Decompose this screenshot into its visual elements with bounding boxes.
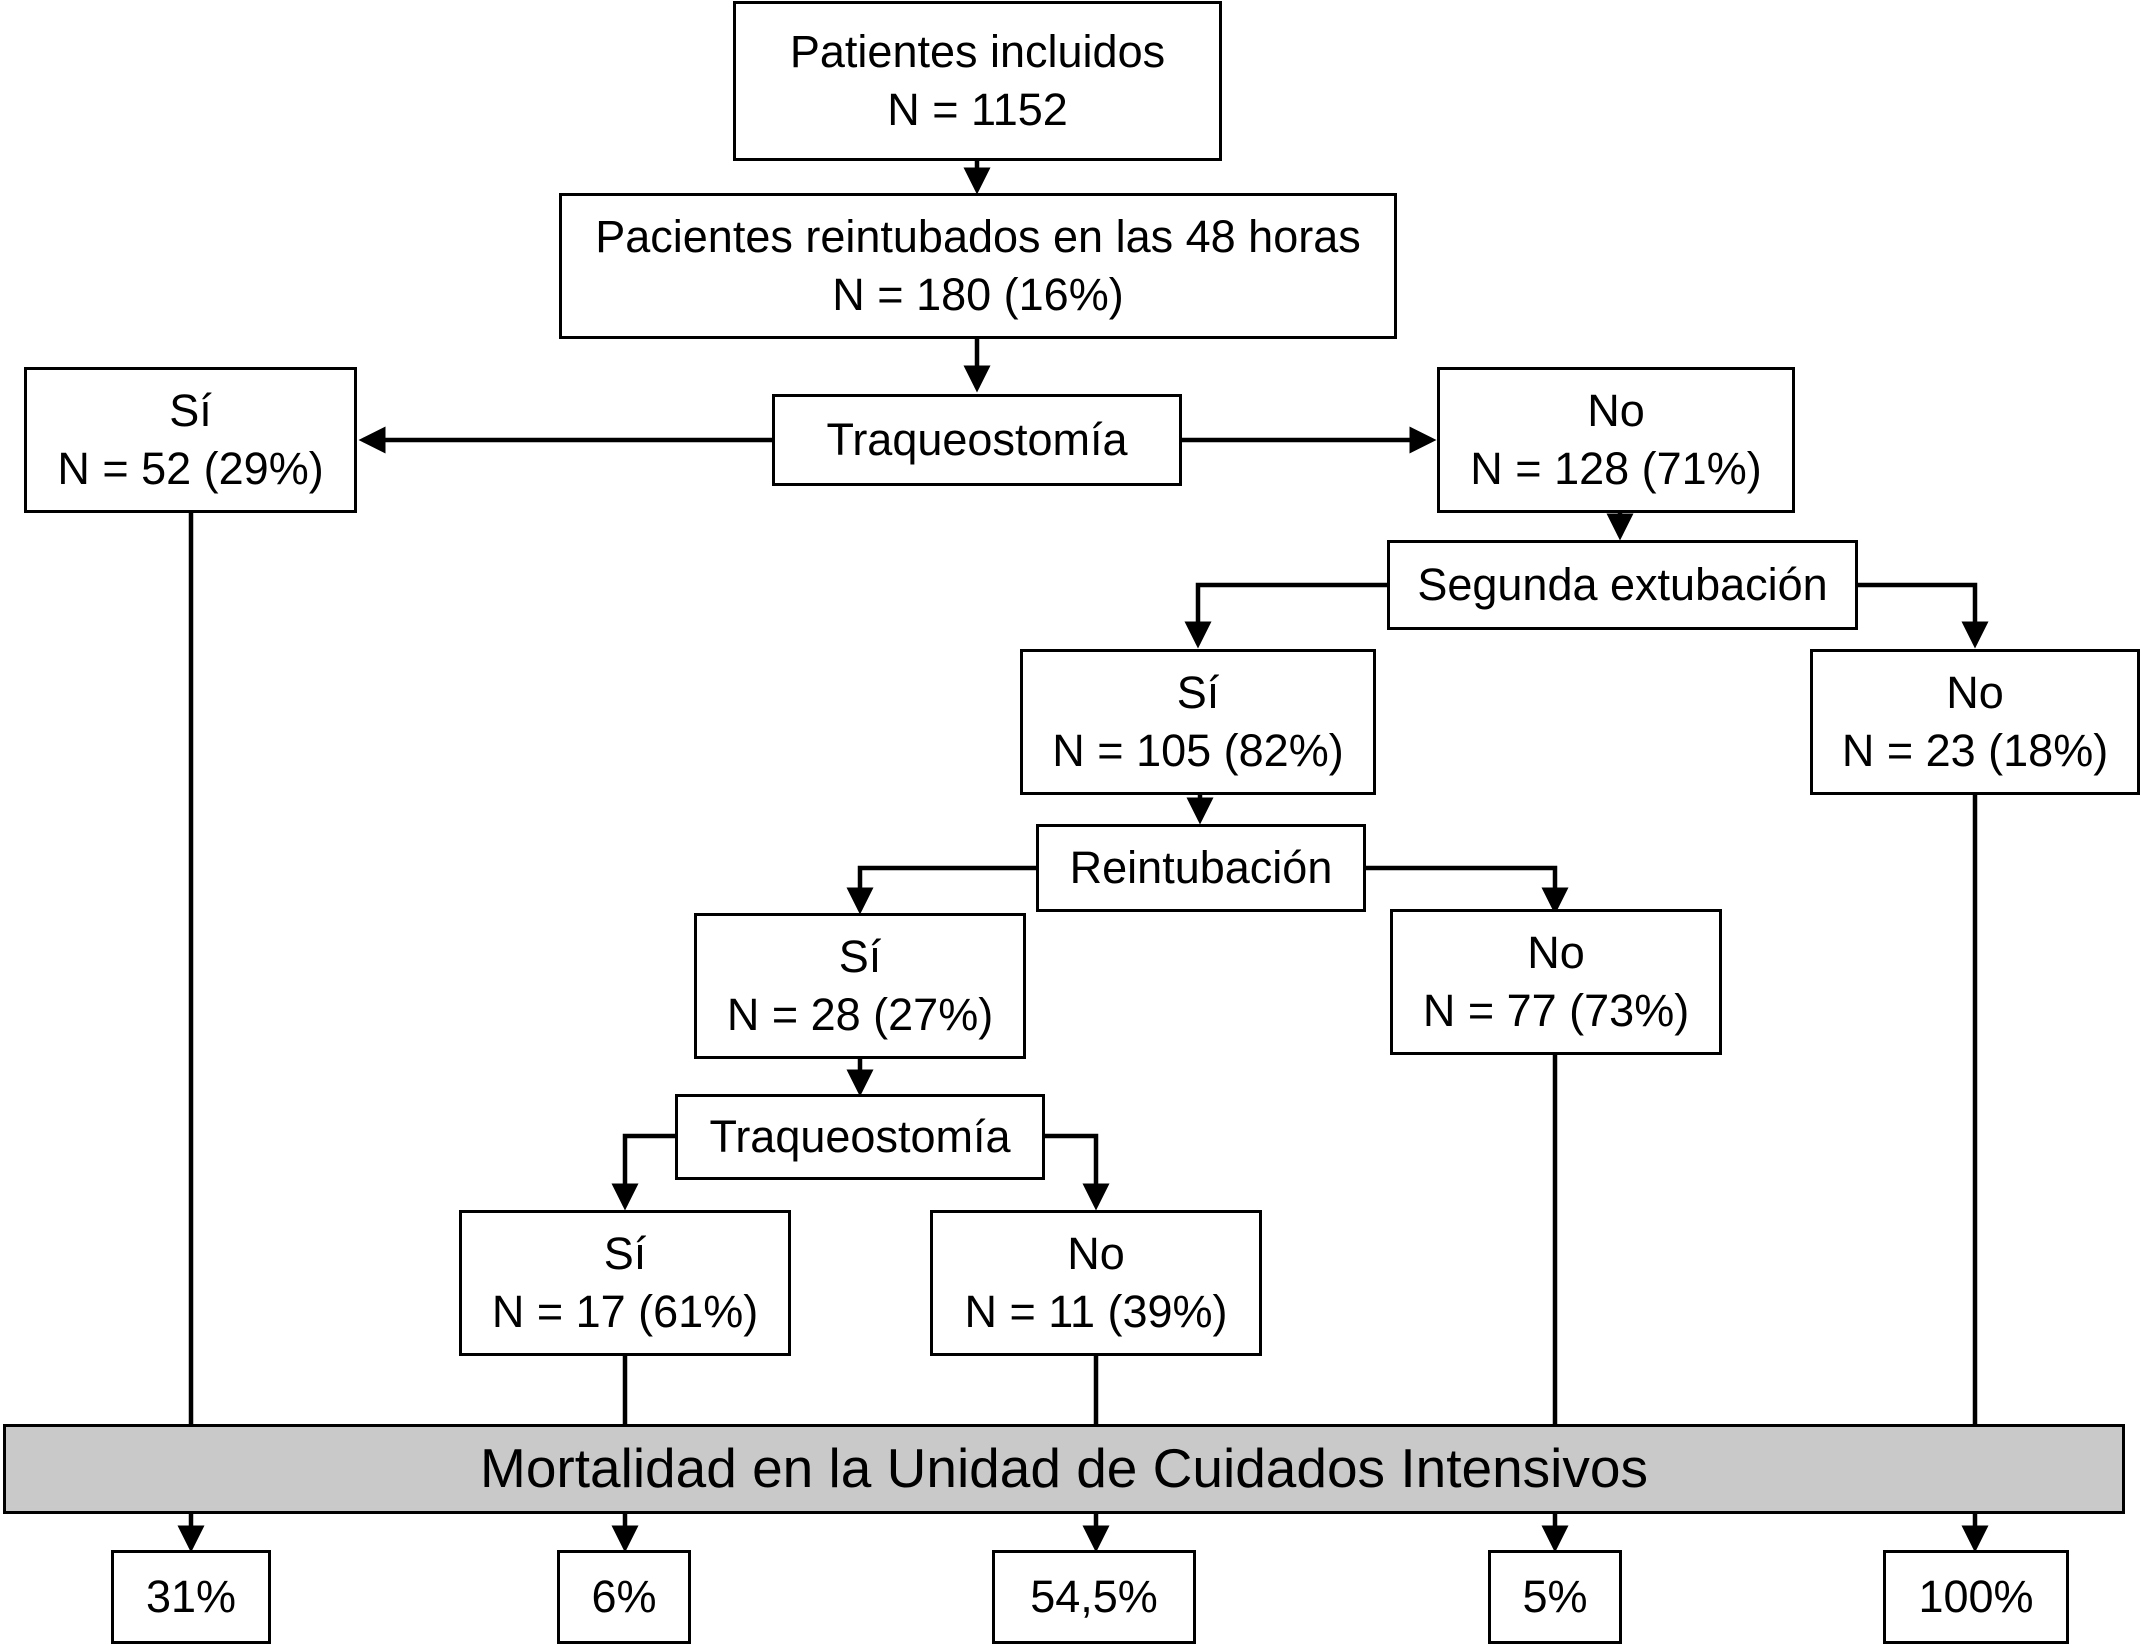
decision-segunda-extubacion: Segunda extubación: [1387, 540, 1858, 630]
node-count: N = 128 (71%): [1470, 443, 1762, 494]
node-traqueostomia2-si: Sí N = 17 (61%): [459, 1210, 791, 1356]
decision-reintubacion: Reintubación: [1036, 824, 1366, 912]
node-reintubated-48h: Pacientes reintubados en las 48 horas N …: [559, 193, 1397, 339]
decision-label: Reintubación: [1069, 841, 1333, 893]
node-count: N = 23 (18%): [1841, 725, 2109, 776]
result-no23: 100%: [1883, 1550, 2069, 1644]
result-no77: 5%: [1488, 1550, 1622, 1644]
node-segunda-extubacion-si: Sí N = 105 (82%): [1020, 649, 1376, 795]
node-patients-included: Patientes incluidos N = 1152: [733, 1, 1222, 161]
node-segunda-extubacion-no: No N = 23 (18%): [1810, 649, 2140, 795]
node-count: N = 180 (16%): [832, 269, 1124, 320]
node-title: Pacientes reintubados en las 48 horas: [595, 210, 1361, 262]
node-title: Sí: [1176, 666, 1220, 718]
arrow-traqueostomia2-to-no: [1045, 1133, 1110, 1211]
result-value: 54,5%: [1030, 1570, 1158, 1622]
node-reintubacion-no: No N = 77 (73%): [1390, 909, 1722, 1055]
arrow-reintubacion-to-si: [846, 865, 1036, 915]
arrow-reintubacion-to-no: [1366, 865, 1569, 915]
result-value: 5%: [1522, 1570, 1588, 1622]
arrow-segunda-to-no: [1858, 582, 1989, 649]
result-no11: 54,5%: [992, 1550, 1196, 1644]
node-count: N = 11 (39%): [964, 1286, 1228, 1337]
node-title: Patientes incluidos: [789, 25, 1166, 77]
arrow-traqueostomia2-to-si: [611, 1133, 675, 1211]
result-value: 31%: [145, 1570, 237, 1622]
decision-traqueostomia-2: Traqueostomía: [675, 1094, 1045, 1180]
result-si17: 6%: [557, 1550, 691, 1644]
node-title: No: [1946, 666, 2004, 718]
node-count: N = 28 (27%): [726, 989, 994, 1040]
node-count: N = 1152: [887, 84, 1068, 135]
node-count: N = 52 (29%): [57, 443, 324, 494]
node-count: N = 17 (61%): [491, 1286, 759, 1337]
node-title: No: [1587, 384, 1645, 436]
node-title: No: [1527, 926, 1585, 978]
node-reintubacion-si: Sí N = 28 (27%): [694, 913, 1026, 1059]
decision-label: Traqueostomía: [709, 1110, 1011, 1162]
node-count: N = 105 (82%): [1052, 725, 1344, 776]
result-value: 6%: [591, 1570, 657, 1622]
node-traqueostomia-si: Sí N = 52 (29%): [24, 367, 357, 513]
node-title: No: [1067, 1227, 1125, 1279]
arrow-segunda-to-si: [1184, 582, 1387, 649]
node-title: Sí: [603, 1227, 647, 1279]
node-traqueostomia2-no: No N = 11 (39%): [930, 1210, 1262, 1356]
decision-traqueostomia-1: Traqueostomía: [772, 394, 1182, 486]
decision-label: Segunda extubación: [1417, 558, 1828, 610]
result-value: 100%: [1918, 1570, 2034, 1622]
node-count: N = 77 (73%): [1422, 985, 1690, 1036]
result-si52: 31%: [111, 1550, 271, 1644]
node-traqueostomia-no: No N = 128 (71%): [1437, 367, 1795, 513]
mortality-band: Mortalidad en la Unidad de Cuidados Inte…: [3, 1424, 2125, 1514]
node-title: Sí: [838, 930, 882, 982]
decision-label: Traqueostomía: [826, 413, 1128, 465]
mortality-band-label: Mortalidad en la Unidad de Cuidados Inte…: [480, 1437, 1648, 1500]
node-title: Sí: [169, 384, 212, 436]
